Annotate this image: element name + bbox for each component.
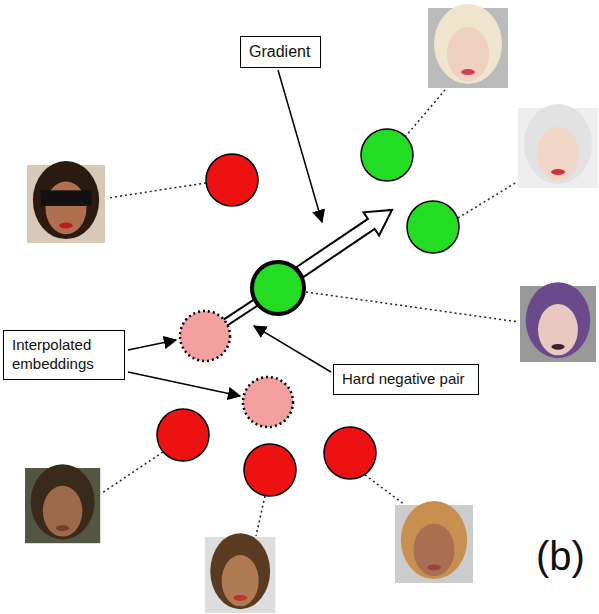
face-photo [518, 104, 598, 188]
face-photo [205, 533, 275, 613]
negative-embedding [324, 427, 376, 479]
callout-text: Gradient [249, 42, 312, 62]
face-photo [27, 161, 105, 243]
panel-label: (b) [536, 534, 585, 579]
negative-embedding [244, 444, 296, 496]
negative-embedding [206, 154, 258, 206]
callout-box: Gradient [240, 36, 321, 68]
positive-embedding [361, 129, 413, 181]
interpolated-embedding [243, 377, 293, 427]
dotted-leader [102, 90, 519, 536]
face-photo [428, 4, 508, 88]
callout-text: Interpolated embeddings [12, 336, 116, 374]
face-photo [25, 464, 100, 543]
face-photo [395, 501, 473, 583]
anchor-embedding [252, 262, 304, 314]
gradient-arrow [297, 210, 392, 277]
callout-leader [128, 70, 331, 396]
callout-box: Hard negative pair [333, 364, 479, 395]
negative-embedding [157, 409, 209, 461]
callout-box: Interpolated embeddings [3, 330, 125, 380]
face-photo [520, 282, 596, 362]
callout-text: Hard negative pair [342, 370, 470, 389]
positive-embedding [407, 201, 459, 253]
interpolated-embedding [180, 311, 230, 361]
